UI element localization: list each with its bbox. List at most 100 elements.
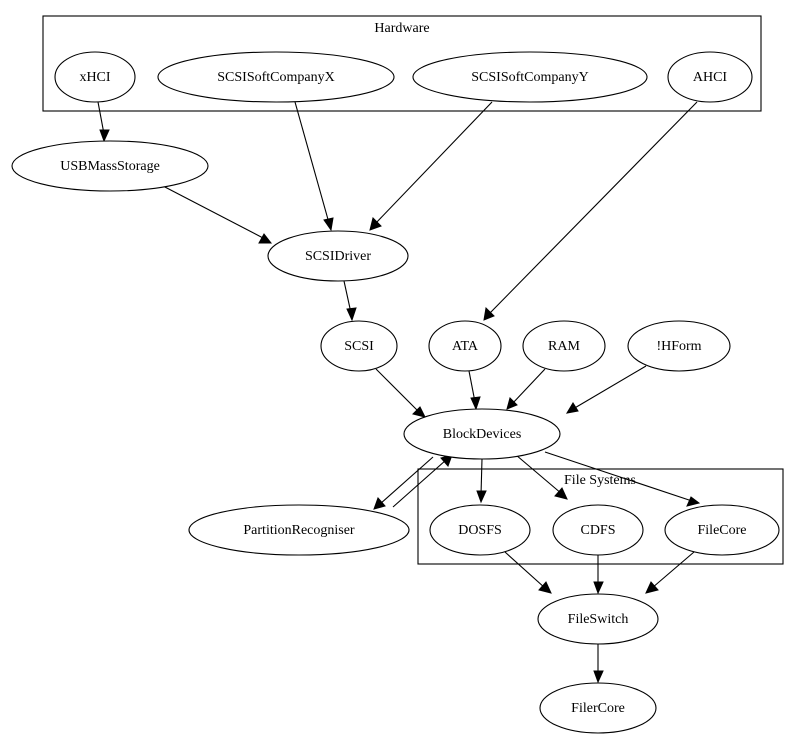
edge-BlockDevices-to-PartitionRecogniser	[373, 456, 434, 510]
node-label: xHCI	[79, 70, 110, 85]
node-shape[interactable]	[412, 51, 648, 103]
edge-line	[651, 551, 695, 589]
arrow-head-icon	[686, 496, 701, 507]
edge-SCSISoftCompanyX-to-SCSIDriver	[294, 101, 334, 232]
edge-line	[504, 551, 546, 589]
edge-SCSISoftCompanyY-to-SCSIDriver	[369, 101, 493, 231]
node-FileCore[interactable]: FileCore	[664, 504, 780, 556]
node-FilerCore[interactable]: FilerCore	[539, 682, 657, 734]
cluster-hardware: Hardware	[42, 15, 762, 112]
arrow-head-icon	[483, 306, 495, 321]
node-label: USBMassStorage	[60, 159, 160, 174]
edge-line	[544, 451, 693, 502]
arrow-head-icon	[412, 406, 426, 418]
node-shape[interactable]	[54, 51, 136, 103]
edge-line	[375, 368, 420, 413]
arrow-head-icon	[369, 217, 382, 231]
arrow-head-icon	[323, 217, 334, 232]
arrow-head-icon	[554, 487, 568, 500]
node-label: RAM	[548, 339, 580, 354]
node-RAM[interactable]: RAM	[522, 320, 606, 372]
node-label: CDFS	[580, 523, 615, 538]
edge-BlockDevices-to-FileCore	[544, 451, 701, 507]
arrow-head-icon	[476, 490, 487, 504]
edge-FileSwitch-to-FilerCore	[593, 644, 604, 684]
node-shape[interactable]	[429, 504, 531, 556]
edge-line	[572, 365, 647, 410]
node-USBMassStorage[interactable]: USBMassStorage	[11, 140, 209, 192]
node-shape[interactable]	[552, 504, 644, 556]
edge-line	[480, 458, 483, 496]
node-label: DOSFS	[458, 523, 502, 538]
node-shape[interactable]	[11, 140, 209, 192]
edge-SCSI-to-BlockDevices	[375, 368, 426, 418]
node-label: BlockDevices	[443, 427, 522, 442]
node-ATA[interactable]: ATA	[428, 320, 502, 372]
edge-xHCI-to-USBMassStorage	[97, 101, 110, 143]
cluster-filesystems: File Systems	[417, 468, 784, 565]
node-FileSwitch[interactable]: FileSwitch	[537, 593, 659, 645]
edge-HForm-to-BlockDevices	[566, 365, 647, 414]
cluster-label-hardware: Hardware	[374, 21, 429, 36]
edge-line	[488, 101, 698, 315]
edge-line	[379, 456, 434, 505]
node-shape[interactable]	[428, 320, 502, 372]
arrow-head-icon	[593, 581, 604, 595]
node-label: FileSwitch	[568, 612, 629, 627]
node-label: SCSISoftCompanyX	[217, 70, 334, 85]
node-shape[interactable]	[664, 504, 780, 556]
node-shape[interactable]	[188, 504, 410, 556]
edge-line	[294, 101, 330, 224]
node-shape[interactable]	[403, 408, 561, 460]
edge-AHCI-to-ATA	[483, 101, 698, 321]
arrow-head-icon	[258, 233, 273, 244]
node-DOSFS[interactable]: DOSFS	[429, 504, 531, 556]
node-shape[interactable]	[627, 320, 731, 372]
node-shape[interactable]	[320, 320, 398, 372]
node-shape[interactable]	[267, 230, 409, 282]
arrow-head-icon	[566, 402, 579, 414]
node-label: SCSISoftCompanyY	[471, 70, 588, 85]
cluster-label-filesystems: File Systems	[564, 473, 636, 488]
node-layer: xHCI SCSISoftCompanyX SCSISoftCompanyY AHCI…	[11, 51, 780, 734]
node-shape[interactable]	[667, 51, 753, 103]
edge-DOSFS-to-FileSwitch	[504, 551, 552, 594]
node-shape[interactable]	[539, 682, 657, 734]
edge-CDFS-to-FileSwitch	[593, 555, 604, 595]
edge-line	[162, 185, 266, 240]
node-shape[interactable]	[522, 320, 606, 372]
edge-line	[511, 368, 546, 405]
edge-line	[374, 101, 493, 225]
arrow-head-icon	[470, 396, 481, 411]
node-HForm[interactable]: !HForm	[627, 320, 731, 372]
node-SCSISoftCompanyX[interactable]: SCSISoftCompanyX	[157, 51, 395, 103]
arrow-head-icon	[373, 497, 386, 510]
node-shape[interactable]	[157, 51, 395, 103]
arrow-head-icon	[538, 581, 552, 594]
node-PartitionRecogniser[interactable]: PartitionRecogniser	[188, 504, 410, 556]
edge-SCSIDriver-to-SCSI	[343, 280, 357, 322]
node-label: ATA	[452, 339, 479, 354]
edge-line	[468, 370, 476, 403]
edge-PartitionRecogniser-to-BlockDevices	[392, 454, 453, 508]
node-SCSISoftCompanyY[interactable]: SCSISoftCompanyY	[412, 51, 648, 103]
node-xHCI[interactable]: xHCI	[54, 51, 136, 103]
node-AHCI[interactable]: AHCI	[667, 51, 753, 103]
node-CDFS[interactable]: CDFS	[552, 504, 644, 556]
node-BlockDevices[interactable]: BlockDevices	[403, 408, 561, 460]
node-SCSI[interactable]: SCSI	[320, 320, 398, 372]
node-label: SCSI	[344, 339, 374, 354]
edge-line	[343, 280, 352, 314]
cluster-border-filesystems	[417, 468, 784, 565]
arrow-head-icon	[99, 129, 110, 143]
edge-line	[97, 101, 105, 135]
node-shape[interactable]	[537, 593, 659, 645]
node-SCSIDriver[interactable]: SCSIDriver	[267, 230, 409, 282]
node-label: !HForm	[656, 339, 701, 354]
arrow-head-icon	[506, 397, 518, 410]
arrow-head-icon	[346, 307, 357, 322]
cluster-border-hardware	[42, 15, 762, 112]
